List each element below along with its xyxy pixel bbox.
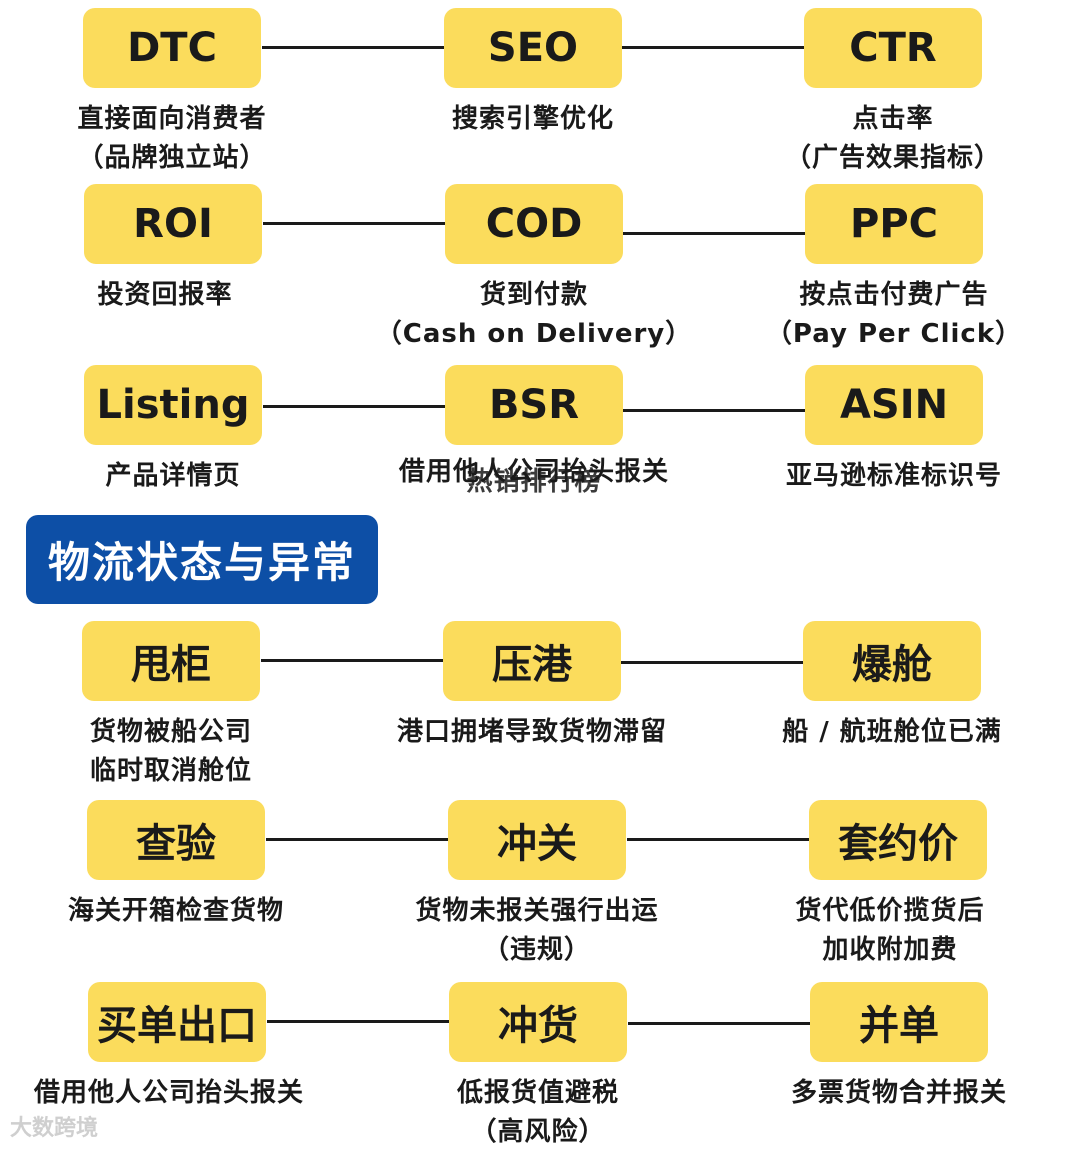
term-desc: 借用他人公司抬头报关: [33, 1078, 304, 1108]
term-box: ASIN: [805, 365, 983, 445]
connector-line: [623, 232, 805, 235]
term-box: 冲关: [448, 800, 626, 880]
term-box: 并单: [810, 982, 988, 1062]
term-desc: 港口拥堵导致货物滞留: [396, 717, 667, 747]
connector-line: [622, 46, 804, 49]
connector-line: [266, 838, 448, 841]
term-desc: 低报货值避税 （高风险）: [456, 1078, 619, 1147]
term-box: PPC: [805, 184, 983, 264]
term-node: PPC 按点击付费广告 （Pay Per Click）: [766, 184, 1021, 349]
watermark: 大数跨境: [10, 1116, 99, 1141]
term-box: SEO: [444, 8, 622, 88]
term-desc: 投资回报率: [97, 280, 233, 310]
term-box: BSR: [445, 365, 623, 445]
connector-line: [621, 661, 803, 664]
term-node: 买单出口 借用他人公司抬头报关: [34, 982, 303, 1108]
term-desc: 按点击付费广告 （Pay Per Click）: [765, 280, 1023, 349]
term-box: CTR: [804, 8, 982, 88]
term-box: 买单出口: [88, 982, 266, 1062]
term-box: Listing: [84, 365, 262, 445]
term-box: 压港: [443, 621, 621, 701]
connector-line: [267, 1020, 449, 1023]
term-desc: 点击率 （广告效果指标）: [784, 104, 1001, 173]
term-desc: 直接面向消费者 （品牌独立站）: [77, 104, 267, 173]
section-title: 物流状态与异常: [26, 515, 378, 604]
term-node: DTC 直接面向消费者 （品牌独立站）: [77, 8, 266, 173]
term-node: ROI 投资回报率: [83, 184, 263, 310]
term-desc: 货物未报关强行出运 （违规）: [415, 896, 659, 965]
term-desc: 货代低价揽货后 加收附加费: [795, 896, 985, 965]
connector-line: [627, 838, 809, 841]
term-node: CTR 点击率 （广告效果指标）: [785, 8, 1000, 173]
connector-line: [263, 405, 445, 408]
term-node: 爆舱 船 / 航班舱位已满: [782, 621, 1001, 747]
term-node: 甩柜 货物被船公司 临时取消舱位: [81, 621, 261, 786]
term-node: SEO 搜索引擎优化: [443, 8, 623, 134]
term-node: 套约价 货代低价揽货后 加收附加费: [795, 800, 988, 965]
connector-line: [623, 409, 805, 412]
term-node: ASIN 亚马逊标准标识号: [786, 365, 1001, 491]
term-node: Listing 产品详情页: [83, 365, 263, 491]
term-desc: 亚马逊标准标识号: [785, 461, 1002, 491]
connector-line: [263, 222, 445, 225]
term-node: 查验 海关开箱检查货物: [68, 800, 283, 926]
term-box: DTC: [83, 8, 261, 88]
term-box: ROI: [84, 184, 262, 264]
term-desc: 产品详情页: [105, 461, 241, 491]
term-desc-overlap: 热销排行榜: [466, 467, 602, 497]
term-node: 冲关 货物未报关强行出运 （违规）: [415, 800, 658, 965]
connector-line: [262, 46, 444, 49]
connector-line: [628, 1022, 810, 1025]
term-desc: 货物被船公司 临时取消舱位: [89, 717, 252, 786]
term-desc: 船 / 航班舱位已满: [782, 717, 1002, 747]
term-desc: 海关开箱检查货物: [67, 896, 284, 926]
term-node: COD 货到付款 （Cash on Delivery）: [376, 184, 691, 349]
term-desc: 多票货物合并报关: [790, 1078, 1007, 1108]
term-node: 并单 多票货物合并报关: [791, 982, 1006, 1108]
term-box: COD: [445, 184, 623, 264]
term-desc: 搜索引擎优化: [451, 104, 614, 134]
term-box: 冲货: [449, 982, 627, 1062]
term-desc: 货到付款 （Cash on Delivery）: [375, 280, 693, 349]
term-box: 甩柜: [82, 621, 260, 701]
term-desc: 借用他人公司抬头报关: [398, 457, 669, 487]
term-box: 套约价: [809, 800, 987, 880]
term-box: 查验: [87, 800, 265, 880]
term-box: 爆舱: [803, 621, 981, 701]
term-node: 压港 港口拥堵导致货物滞留: [397, 621, 666, 747]
term-node: 冲货 低报货值避税 （高风险）: [448, 982, 628, 1147]
term-node: BSR 热销排行榜 借用他人公司抬头报关: [399, 365, 668, 497]
connector-line: [261, 659, 443, 662]
